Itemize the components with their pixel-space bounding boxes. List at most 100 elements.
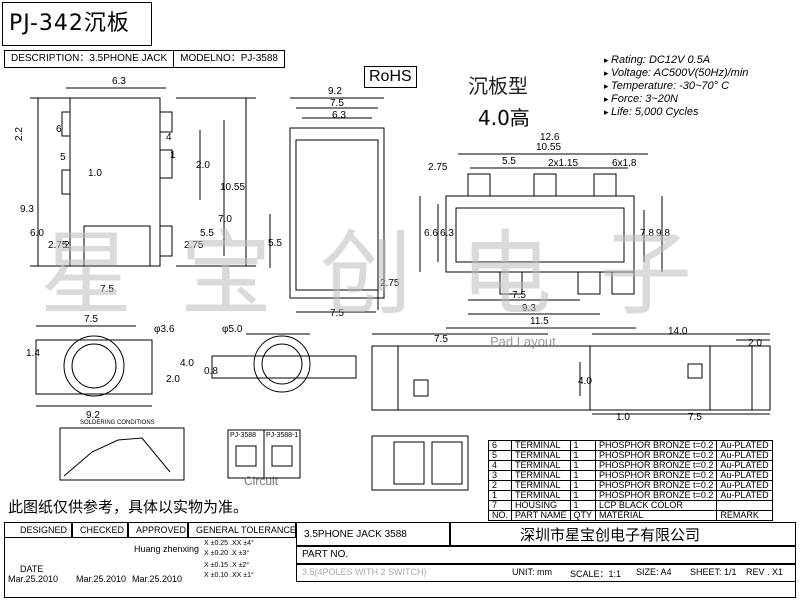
svg-text:1.0: 1.0 <box>88 168 102 179</box>
circuit-tab-2: PJ-3588-1 <box>266 432 299 439</box>
spec-force: Force: 3~20N <box>604 93 748 106</box>
svg-text:6.3: 6.3 <box>440 228 454 239</box>
pad-layout-label: Pad Layout <box>490 334 556 349</box>
svg-text:9.3: 9.3 <box>522 303 536 314</box>
svg-text:9.3: 9.3 <box>20 204 34 215</box>
tolerance-label: GENERAL TOLERANCE <box>196 525 296 535</box>
svg-text:2.75: 2.75 <box>428 162 448 173</box>
svg-text:6.3: 6.3 <box>332 110 346 121</box>
disclaimer-note: 此图纸仅供参考，具体以实物为准。 <box>8 498 249 516</box>
date-approved: Mar.25.2010 <box>132 574 183 584</box>
subtitle: 3.5(4POLES WITH 2 SWITCH) <box>302 567 427 577</box>
svg-text:2x1.15: 2x1.15 <box>548 158 578 169</box>
rohs-badge: RoHS <box>364 66 417 88</box>
sheet-field: SHEET: 1/1 <box>690 567 737 577</box>
svg-text:6.6: 6.6 <box>424 228 438 239</box>
svg-text:7.5: 7.5 <box>84 314 98 325</box>
spec-temperature: Temperature: -30~70° C <box>604 80 748 93</box>
tb-cell <box>188 522 296 538</box>
svg-text:7.5: 7.5 <box>330 308 344 319</box>
checked-label: CHECKED <box>80 525 125 535</box>
bottom-view-3 <box>371 345 771 411</box>
spec-voltage: Voltage: AC500V(50Hz)/min <box>604 67 748 80</box>
model-field: MODELNO：PJ-3588 <box>180 53 278 64</box>
description-field: DESCRIPTION：3.5PHONE JACK <box>5 51 175 67</box>
approved-label: APPROVED <box>136 525 187 535</box>
tb-cell <box>296 564 796 582</box>
tb-cell <box>296 522 450 546</box>
company-name: 深圳市星宝创电子有限公司 <box>520 526 701 544</box>
svg-text:7.5: 7.5 <box>512 290 526 301</box>
circuit-label: Circuit <box>244 474 279 488</box>
svg-text:1: 1 <box>170 150 176 161</box>
height-label: 4.0高 <box>478 106 530 130</box>
tb-cell <box>296 546 796 564</box>
date-label: DATE <box>20 564 44 574</box>
svg-text:5.5: 5.5 <box>502 156 516 167</box>
svg-text:11.5: 11.5 <box>530 316 549 327</box>
front-view-body <box>289 127 385 299</box>
svg-text:7.0: 7.0 <box>218 214 232 225</box>
svg-text:14.0: 14.0 <box>668 326 688 337</box>
tb-cell <box>450 522 796 546</box>
svg-text:2.0: 2.0 <box>196 160 210 171</box>
svg-text:2.0: 2.0 <box>166 374 180 385</box>
svg-text:2: 2 <box>64 240 70 251</box>
designed-label: DESIGNED <box>20 525 68 535</box>
svg-text:7.5: 7.5 <box>434 334 448 345</box>
spec-life: Life: 5,000 Cycles <box>604 106 748 119</box>
scale-field: SCALE：1:1 <box>570 569 622 579</box>
svg-text:2.75: 2.75 <box>184 240 204 251</box>
svg-text:1.4: 1.4 <box>26 348 40 359</box>
soldering-label: SOLDERING CONDITIONS <box>80 420 155 426</box>
tb-cell <box>4 522 72 538</box>
tolerance-4: X ±0.10 .XX ±1° <box>204 572 254 579</box>
bottom-view-2 <box>211 355 357 379</box>
svg-text:7.5: 7.5 <box>330 98 344 109</box>
svg-text:12.6: 12.6 <box>540 132 560 143</box>
spec-rating: Rating: DC12V 0.5A <box>604 54 748 67</box>
svg-text:φ5.0: φ5.0 <box>222 324 243 335</box>
svg-text:10.55: 10.55 <box>536 142 561 153</box>
svg-text:2.0: 2.0 <box>748 338 762 349</box>
exploded-part <box>371 435 469 491</box>
svg-text:10.55: 10.55 <box>220 182 245 193</box>
drawing-title: PJ-342沉板 <box>2 2 152 46</box>
svg-text:2.75: 2.75 <box>380 278 400 289</box>
unit-field: UNIT: mm <box>512 567 552 577</box>
svg-text:5: 5 <box>60 152 66 163</box>
svg-text:0.8: 0.8 <box>204 366 218 377</box>
date-checked: Mar.25.2010 <box>76 574 127 584</box>
svg-text:9.8: 9.8 <box>656 228 670 239</box>
tb-cell <box>128 522 188 538</box>
rev-field: REV . X1 <box>746 567 784 577</box>
product-name: 3.5PHONE JACK 3588 <box>304 529 407 540</box>
tolerance-1: X ±0.25 .XX ±4° <box>204 540 254 547</box>
svg-text:5.5: 5.5 <box>268 238 282 249</box>
svg-text:4: 4 <box>166 132 172 143</box>
svg-text:2.75: 2.75 <box>48 240 68 251</box>
part-no-label: PART NO. <box>302 549 349 560</box>
svg-text:7.8: 7.8 <box>640 228 654 239</box>
svg-text:9.2: 9.2 <box>328 86 342 97</box>
size-field: SIZE: A4 <box>636 567 672 577</box>
circuit-tab-1: PJ-3588 <box>230 432 257 439</box>
tolerance-3: X ±0.15 .X ±2° <box>204 562 250 569</box>
svg-text:6: 6 <box>56 124 62 135</box>
tb-cell <box>72 522 128 538</box>
svg-text:4.0: 4.0 <box>578 376 592 387</box>
soldering-chart <box>59 427 185 481</box>
svg-text:2.2: 2.2 <box>14 127 25 141</box>
header-strip: DESCRIPTION：3.5PHONE JACK MODELNO：PJ-358… <box>4 50 285 68</box>
date-designed: Mar.25.2010 <box>8 574 59 584</box>
spec-list: Rating: DC12V 0.5A Voltage: AC500V(50Hz)… <box>604 54 748 119</box>
svg-text:1.0: 1.0 <box>616 412 630 423</box>
